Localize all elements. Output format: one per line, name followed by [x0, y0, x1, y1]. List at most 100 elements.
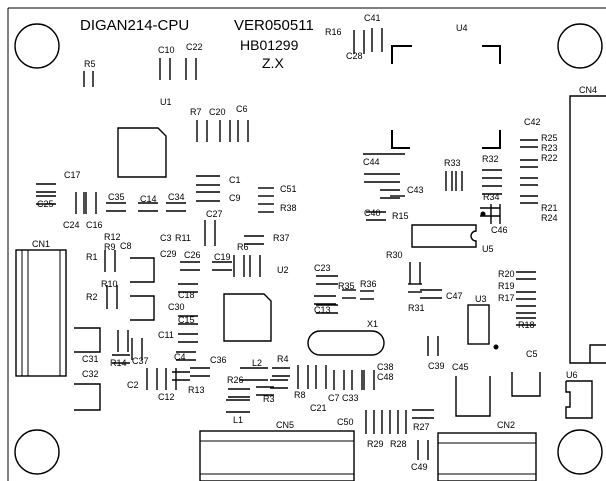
designator-c5: C5: [526, 349, 538, 359]
cn5-connector: CN5: [199, 420, 355, 481]
designator-c16: C16: [86, 220, 103, 230]
designator-c46: C46: [491, 225, 508, 235]
designator-r34: R34: [483, 192, 500, 202]
designator-c9: C9: [229, 193, 241, 203]
board-name-text: DIGAN214-CPU: [80, 17, 189, 34]
designator-r16: R16: [325, 27, 342, 37]
designator-c6: C6: [236, 104, 248, 114]
svg-text:X1: X1: [367, 319, 378, 329]
designator-c51: C51: [280, 184, 297, 194]
designator-r32: R32: [482, 154, 499, 164]
u4-chip: U4: [391, 23, 501, 149]
inductors: L1 L2: [226, 358, 268, 425]
designator-c27: C27: [206, 209, 223, 219]
designator-c25: C25: [37, 199, 54, 209]
designator-c37: C37: [132, 356, 149, 366]
designator-r26: R26: [227, 375, 244, 385]
designator-c17: C17: [64, 170, 81, 180]
cn1-connector: CN1: [15, 239, 67, 377]
designator-r36: R36: [360, 279, 377, 289]
designator-r37: R37: [273, 233, 290, 243]
u2-chip: U2: [223, 265, 289, 342]
svg-text:CN2: CN2: [497, 420, 515, 430]
designator-r20: R20: [498, 269, 515, 279]
designator-r30: R30: [386, 250, 403, 260]
designator-c7: C7: [328, 393, 340, 403]
designator-r28: R28: [390, 439, 407, 449]
designator-r29: R29: [367, 439, 384, 449]
designator-c31: C31: [82, 354, 99, 364]
designator-r13: R13: [188, 385, 205, 395]
svg-text:CN1: CN1: [32, 239, 50, 249]
designator-r1: R1: [86, 252, 98, 262]
designator-c14: C14: [140, 194, 157, 204]
designator-c22: C22: [186, 42, 203, 52]
designator-c21: C21: [310, 403, 327, 413]
designator-r31: R31: [408, 303, 425, 313]
designator-r3: R3: [263, 394, 275, 404]
designator-r9: R9: [104, 242, 116, 252]
designator-r19: R19: [498, 281, 515, 291]
designator-c30: C30: [168, 302, 185, 312]
mounting-hole-top-right: [557, 23, 603, 69]
designator-c36: C36: [210, 355, 227, 365]
svg-text:U4: U4: [456, 23, 468, 33]
u3-chip: U3: [467, 294, 499, 350]
cn4-connector: CN4: [569, 85, 606, 364]
designator-c38: C38: [377, 362, 394, 372]
designator-c29: C29: [160, 249, 177, 259]
designator-c15: C15: [178, 315, 195, 325]
designator-c20: C20: [209, 107, 226, 117]
designator-r17: R17: [498, 293, 515, 303]
designator-r35: R35: [338, 281, 355, 291]
designator-c39: C39: [428, 361, 445, 371]
designator-c33: C33: [342, 393, 359, 403]
mounting-hole-bottom-left: [14, 429, 60, 475]
board-outline: [7, 7, 606, 481]
designator-r24: R24: [541, 213, 558, 223]
designator-c47: C47: [446, 291, 463, 301]
designator-r23: R23: [541, 143, 558, 153]
designator-c10: C10: [158, 45, 175, 55]
svg-text:U1: U1: [160, 97, 172, 107]
designator-c13: C13: [314, 305, 331, 315]
x1-crystal: X1: [307, 319, 385, 356]
svg-text:L1: L1: [233, 415, 243, 425]
svg-text:U2: U2: [277, 265, 289, 275]
svg-text:L2: L2: [252, 358, 262, 368]
designator-r27: R27: [413, 422, 430, 432]
passive-component-marks[interactable]: [36, 28, 538, 460]
svg-text:U3: U3: [475, 294, 487, 304]
designator-c8: C8: [120, 241, 132, 251]
designator-c35: C35: [108, 192, 125, 202]
designator-c28: C28: [346, 51, 363, 61]
u6-chip: U6: [565, 370, 593, 419]
designator-c4: C4: [174, 352, 186, 362]
designator-r21: R21: [541, 203, 558, 213]
designator-r4: R4: [277, 354, 289, 364]
designator-c41: C41: [364, 13, 381, 23]
designator-c40: C40: [364, 208, 381, 218]
svg-text:CN4: CN4: [579, 85, 597, 95]
designator-r2: R2: [86, 292, 98, 302]
board-version-text: VER050511: [234, 17, 314, 34]
mounting-hole-top-left: [14, 23, 60, 69]
svg-text:U5: U5: [482, 244, 494, 254]
designator-c2: C2: [127, 380, 139, 390]
designator-c12: C12: [158, 392, 175, 402]
designator-c44: C44: [363, 157, 380, 167]
designator-c43: C43: [407, 185, 424, 195]
mounting-holes: [14, 23, 603, 475]
designator-r25: R25: [541, 133, 558, 143]
designator-c23: C23: [314, 263, 331, 273]
designator-c19: C19: [214, 252, 231, 262]
designator-c26: C26: [184, 250, 201, 260]
svg-text:U6: U6: [566, 370, 578, 380]
designator-c11: C11: [158, 330, 174, 340]
designator-r8: R8: [294, 390, 306, 400]
designator-r12: R12: [104, 232, 121, 242]
designator-r22: R22: [541, 153, 558, 163]
designator-r6: R6: [237, 242, 249, 252]
designator-c48: C48: [377, 372, 394, 382]
